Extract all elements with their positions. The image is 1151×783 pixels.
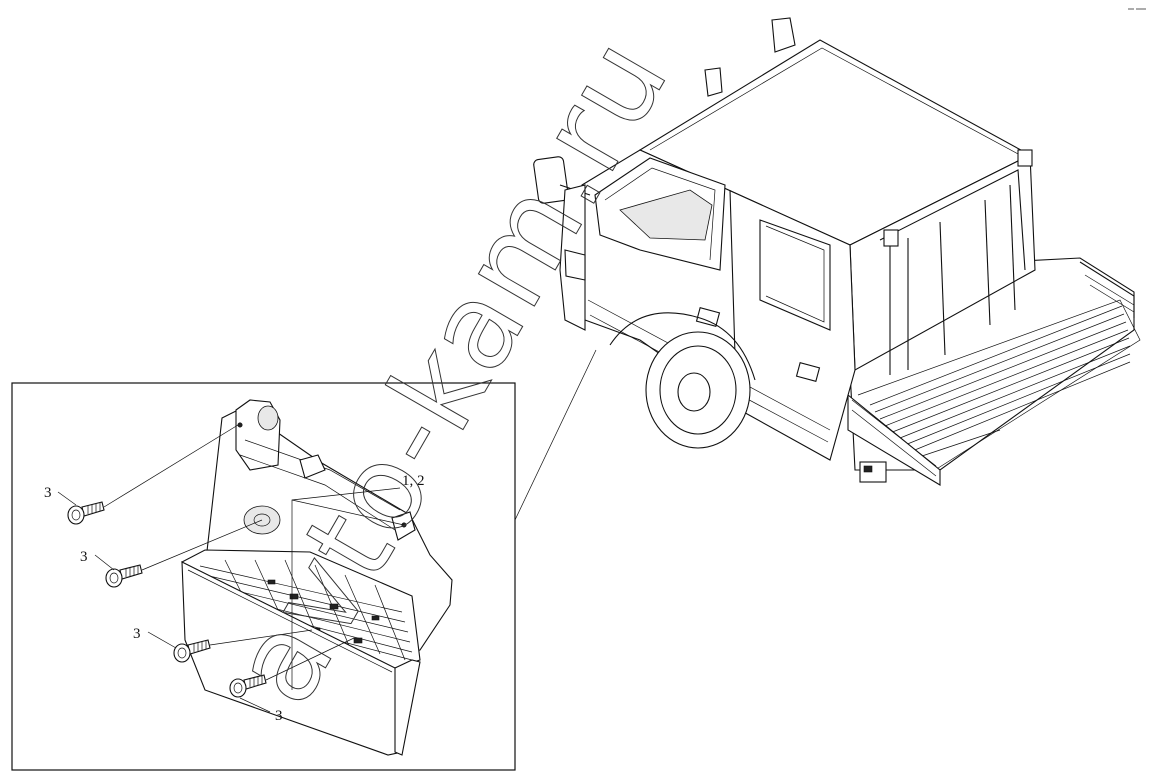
callout-3-third: 3 <box>133 626 141 642</box>
callout-1-2: 1, 2 <box>402 473 425 489</box>
flange-bolt-2 <box>105 564 143 588</box>
flange-bolt-3 <box>173 639 211 663</box>
leader-lines <box>57 424 405 713</box>
callout-3-top: 3 <box>44 485 52 501</box>
callout-3-bottom: 3 <box>275 708 283 724</box>
bed-floor-ribs <box>869 305 1131 461</box>
callout-3-second: 3 <box>80 549 88 565</box>
cab-step-part <box>181 399 453 756</box>
detail-inset-frame <box>11 382 516 771</box>
watermark: avto-kam.ru <box>205 15 695 726</box>
detail-leader-line <box>514 349 597 521</box>
flange-bolt-4 <box>229 674 267 698</box>
flange-bolt-1 <box>67 501 105 525</box>
pickup-truck-drawing <box>533 17 1141 486</box>
